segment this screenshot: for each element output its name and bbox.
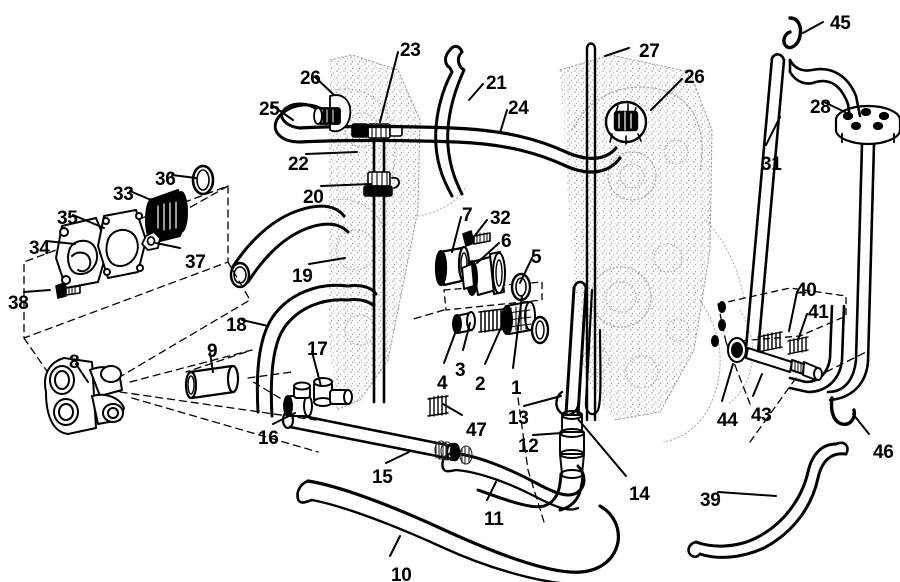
part-20-clamp-lower	[363, 171, 400, 197]
part-15-crossover-water-tube	[281, 410, 473, 465]
right-vertical-tube	[826, 142, 876, 402]
callout-number-47: 47	[466, 420, 487, 441]
callout-number-41: 41	[808, 302, 829, 323]
callout-number-20: 20	[303, 187, 324, 208]
part-26-hose-clamp-right	[604, 100, 648, 145]
part-10-lower-water-hose	[296, 479, 620, 582]
part-44-washer	[727, 337, 747, 363]
part-2-strainer-screen	[501, 301, 536, 335]
part-21-vent-hose	[434, 44, 466, 198]
part-8-water-pump-elbow-fitting	[44, 357, 125, 435]
callout-number-2: 2	[475, 374, 486, 395]
callout-number-26: 26	[300, 68, 321, 89]
callout-number-46: 46	[873, 442, 894, 463]
callout-number-4: 4	[437, 373, 448, 394]
part-41-screw-short	[787, 336, 809, 355]
callout-number-12: 12	[518, 436, 539, 457]
part-37-nut	[141, 231, 161, 251]
callout-number-38: 38	[8, 293, 29, 314]
callout-number-9: 9	[207, 341, 218, 362]
part-34-thermostat-cover	[55, 217, 109, 289]
callout-number-17: 17	[307, 339, 328, 360]
callout-number-34: 34	[29, 238, 50, 259]
part-32-screw	[462, 230, 491, 247]
callout-number-18: 18	[226, 315, 247, 336]
callout-number-10: 10	[391, 565, 412, 582]
part-27-telltale-tube	[585, 42, 597, 422]
part-3-spring	[478, 308, 504, 333]
callout-number-19: 19	[292, 266, 313, 287]
part-26-hose-clamp-left	[313, 94, 352, 133]
callout-number-13: 13	[508, 408, 529, 429]
part-1-o-ring-seal	[530, 315, 550, 345]
part-19-thermostat-inlet-hose	[229, 204, 350, 289]
part-24-crossover-hose	[298, 124, 622, 174]
part-45-retaining-clip	[782, 16, 803, 50]
callout-number-3: 3	[455, 360, 466, 381]
callout-number-27: 27	[639, 41, 660, 62]
callout-number-24: 24	[508, 98, 529, 119]
part-5-o-ring	[510, 272, 532, 302]
callout-number-39: 39	[700, 490, 721, 511]
callout-number-11: 11	[484, 509, 504, 530]
part-36-o-ring-thermostat	[191, 164, 215, 196]
part-16-tee-fitting	[283, 381, 313, 417]
callout-number-5: 5	[531, 247, 542, 268]
callout-number-32: 32	[490, 208, 511, 229]
callout-number-25: 25	[259, 99, 280, 120]
part-39-drain-hose	[687, 441, 849, 559]
part-35-gasket	[97, 209, 147, 279]
block-ports	[711, 301, 726, 347]
callout-number-14: 14	[629, 484, 650, 505]
part-18-upper-bypass-hose	[255, 283, 350, 418]
part-28-hook-tube	[788, 58, 862, 120]
assembly-dashed-lines	[23, 185, 867, 523]
callout-number-7: 7	[462, 205, 473, 226]
callout-number-28: 28	[810, 97, 831, 118]
part-31-water-pickup-tube	[744, 53, 786, 354]
callout-number-6: 6	[501, 231, 512, 252]
callout-number-26: 26	[684, 67, 705, 88]
part-40-screw-long	[757, 331, 783, 353]
part-4-poppet-valve	[452, 311, 476, 334]
part-46-retaining-clip-lower	[829, 396, 857, 426]
callout-number-35: 35	[57, 208, 78, 229]
part-38-bolt	[55, 282, 81, 299]
callout-number-22: 22	[288, 154, 309, 175]
callout-number-8: 8	[69, 352, 80, 373]
callout-number-15: 15	[372, 467, 393, 488]
callout-number-43: 43	[751, 405, 772, 426]
callout-number-37: 37	[185, 252, 206, 273]
callout-number-45: 45	[830, 13, 851, 34]
callout-number-1: 1	[511, 378, 522, 399]
callout-number-21: 21	[486, 73, 507, 94]
callout-number-44: 44	[717, 410, 738, 431]
callout-number-36: 36	[155, 169, 176, 190]
part-47-stud	[427, 395, 449, 417]
callout-number-40: 40	[796, 280, 817, 301]
part-28-flange-plate	[834, 104, 900, 146]
callout-number-33: 33	[113, 184, 134, 205]
part-9-hose-sleeve	[184, 364, 240, 400]
part-43-sensor-probe	[745, 347, 823, 381]
callout-number-31: 31	[761, 154, 782, 175]
callout-number-16: 16	[258, 428, 279, 449]
callout-number-23: 23	[400, 40, 421, 61]
